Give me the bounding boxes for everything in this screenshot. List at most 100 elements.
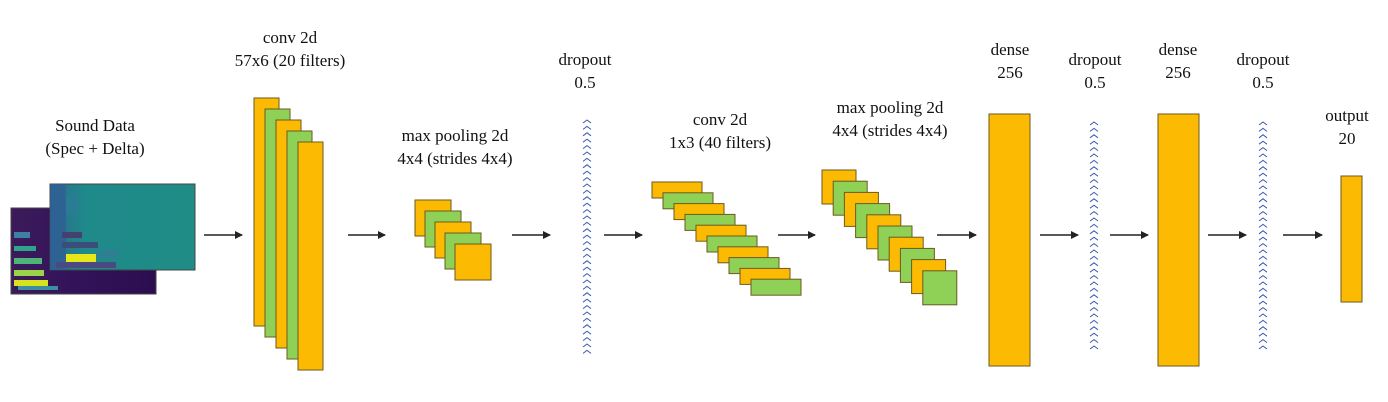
dropout-chevron: [1258, 185, 1268, 190]
dropout-chevron: [1089, 134, 1099, 139]
dropout-chevron: [582, 215, 592, 220]
dropout-chevron: [1089, 345, 1099, 350]
input-label: Sound Data (Spec + Delta): [20, 114, 170, 160]
dropout-chevron: [1258, 172, 1268, 177]
dropout-chevron: [1089, 166, 1099, 171]
dropout-chevron: [582, 343, 592, 348]
dropout-chevron: [1089, 172, 1099, 177]
dropout-chevron: [1258, 178, 1268, 183]
dropout-chevron: [582, 247, 592, 252]
dropout-chevron: [1258, 153, 1268, 158]
dropout-chevron: [1089, 313, 1099, 318]
dropout-chevron: [1089, 153, 1099, 158]
output-layer: [1340, 175, 1363, 303]
dense1-layer: [988, 113, 1031, 367]
dropout-chevron: [582, 119, 592, 124]
dropout-chevron: [582, 164, 592, 169]
dropout-chevron: [1089, 326, 1099, 331]
dropout2-column: [1089, 121, 1099, 350]
dropout-chevron: [582, 279, 592, 284]
dropout-chevron: [582, 253, 592, 258]
dropout-chevron: [582, 189, 592, 194]
dropout-chevron: [582, 298, 592, 303]
dense2-layer: [1157, 113, 1200, 367]
dropout1-label: dropout 0.5: [540, 48, 630, 94]
dropout-chevron: [1258, 198, 1268, 203]
dropout-chevron: [582, 336, 592, 341]
dropout-chevron: [1089, 332, 1099, 337]
dropout-chevron: [582, 138, 592, 143]
dropout-chevron: [1089, 191, 1099, 196]
dropout-chevron: [1258, 249, 1268, 254]
dropout-chevron: [582, 176, 592, 181]
dropout-chevron: [582, 125, 592, 130]
dropout3-label: dropout 0.5: [1218, 48, 1308, 94]
conv1-feature-maps: [253, 97, 324, 371]
pool2-feature-map: [922, 270, 958, 306]
dropout-chevron: [1089, 121, 1099, 126]
dropout-chevron: [1089, 262, 1099, 267]
dropout-chevron: [1089, 210, 1099, 215]
dropout-chevron: [1258, 287, 1268, 292]
pool1-label-line2: 4x4 (strides 4x4): [397, 149, 513, 168]
dropout-chevron: [1089, 242, 1099, 247]
dropout-chevron: [1258, 204, 1268, 209]
conv2-label: conv 2d 1x3 (40 filters): [645, 108, 795, 154]
dropout-chevron: [1089, 198, 1099, 203]
dropout-chevron: [1089, 140, 1099, 145]
conv2-feature-map: [750, 278, 802, 296]
dropout-chevron: [1258, 262, 1268, 267]
pool2-label-line1: max pooling 2d: [836, 98, 944, 117]
dropout-chevron: [1089, 294, 1099, 299]
dropout-chevron: [1089, 255, 1099, 260]
dropout-chevron: [1258, 313, 1268, 318]
dropout-chevron: [1258, 166, 1268, 171]
dropout-chevron: [1258, 255, 1268, 260]
dropout-chevron: [1089, 127, 1099, 132]
dropout1-column: [582, 119, 592, 354]
dropout-chevron: [1089, 236, 1099, 241]
conv2-label-line1: conv 2d: [692, 110, 748, 129]
dropout-chevron: [1258, 268, 1268, 273]
dropout-chevron: [1258, 217, 1268, 222]
dropout-chevron: [582, 240, 592, 245]
dense2-label-line1: dense: [1158, 40, 1198, 59]
dropout-chevron: [582, 292, 592, 297]
pool1-label-line1: max pooling 2d: [401, 126, 509, 145]
dropout-chevron: [582, 151, 592, 156]
dropout-chevron: [1258, 306, 1268, 311]
conv1-label-line2: 57x6 (20 filters): [234, 51, 346, 70]
conv1-label-line1: conv 2d: [262, 28, 318, 47]
dropout-chevron: [1089, 306, 1099, 311]
dropout-chevron: [582, 170, 592, 175]
pool1-feature-maps: [414, 199, 492, 281]
dropout-chevron: [1089, 159, 1099, 164]
dropout-chevron: [1258, 236, 1268, 241]
dropout-chevron: [1089, 146, 1099, 151]
input-label-line1: Sound Data: [55, 116, 135, 135]
dropout-chevron: [582, 304, 592, 309]
dropout-chevron: [1258, 121, 1268, 126]
dropout-chevron: [582, 144, 592, 149]
pool1-feature-map: [454, 243, 492, 281]
dropout-chevron: [582, 228, 592, 233]
dropout-chevron: [582, 311, 592, 316]
dropout-chevron: [1089, 204, 1099, 209]
dropout-chevron: [582, 266, 592, 271]
pool2-label: max pooling 2d 4x4 (strides 4x4): [805, 96, 975, 142]
dropout1-label-line1: dropout: [558, 50, 612, 69]
dropout3-label-line1: dropout: [1236, 50, 1290, 69]
dropout3-label-line2: 0.5: [1252, 73, 1274, 92]
conv1-feature-map: [297, 141, 324, 371]
pool1-label: max pooling 2d 4x4 (strides 4x4): [370, 124, 540, 170]
dropout-chevron: [1089, 230, 1099, 235]
output-label-line1: output: [1325, 106, 1369, 125]
spectrogram-images: [10, 183, 196, 295]
dropout3-column: [1258, 121, 1268, 350]
dropout-chevron: [1258, 223, 1268, 228]
dropout-chevron: [582, 208, 592, 213]
conv1-label: conv 2d 57x6 (20 filters): [210, 26, 370, 72]
dropout-chevron: [1258, 274, 1268, 279]
dropout-chevron: [1258, 300, 1268, 305]
